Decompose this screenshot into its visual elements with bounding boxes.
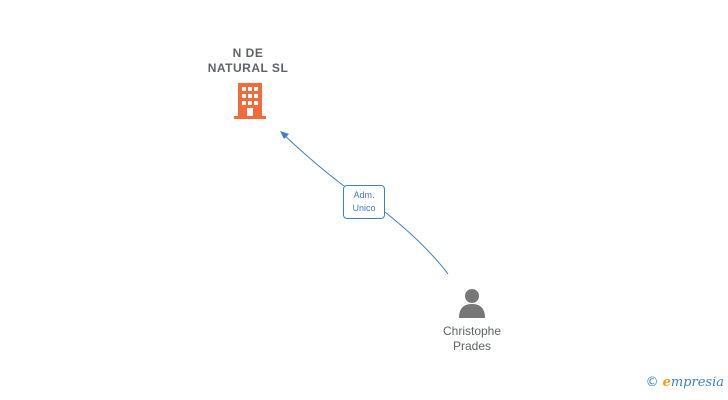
company-name-line1: N DE — [232, 46, 264, 60]
company-name-line2: NATURAL SL — [207, 61, 289, 75]
person-icon[interactable] — [456, 288, 488, 318]
building-icon[interactable] — [233, 83, 267, 119]
person-name[interactable]: Christophe Prades — [410, 324, 534, 354]
relation-edge-line-upper — [282, 133, 345, 187]
role-line2: Unico — [352, 203, 376, 213]
role-line1: Adm. — [353, 190, 375, 200]
copyright-icon: © — [645, 375, 659, 390]
arrowhead-icon — [280, 131, 289, 139]
role-badge[interactable]: Adm. Unico — [343, 185, 385, 219]
person-name-line2: Prades — [452, 339, 492, 353]
brand-rest: mpresia — [670, 375, 724, 390]
empresia-watermark: ©empresia — [646, 375, 724, 390]
person-name-line1: Christophe — [442, 324, 502, 338]
company-name[interactable]: N DE NATURAL SL — [170, 46, 326, 76]
brand-initial: e — [662, 375, 671, 390]
relation-edge-line — [384, 211, 449, 275]
